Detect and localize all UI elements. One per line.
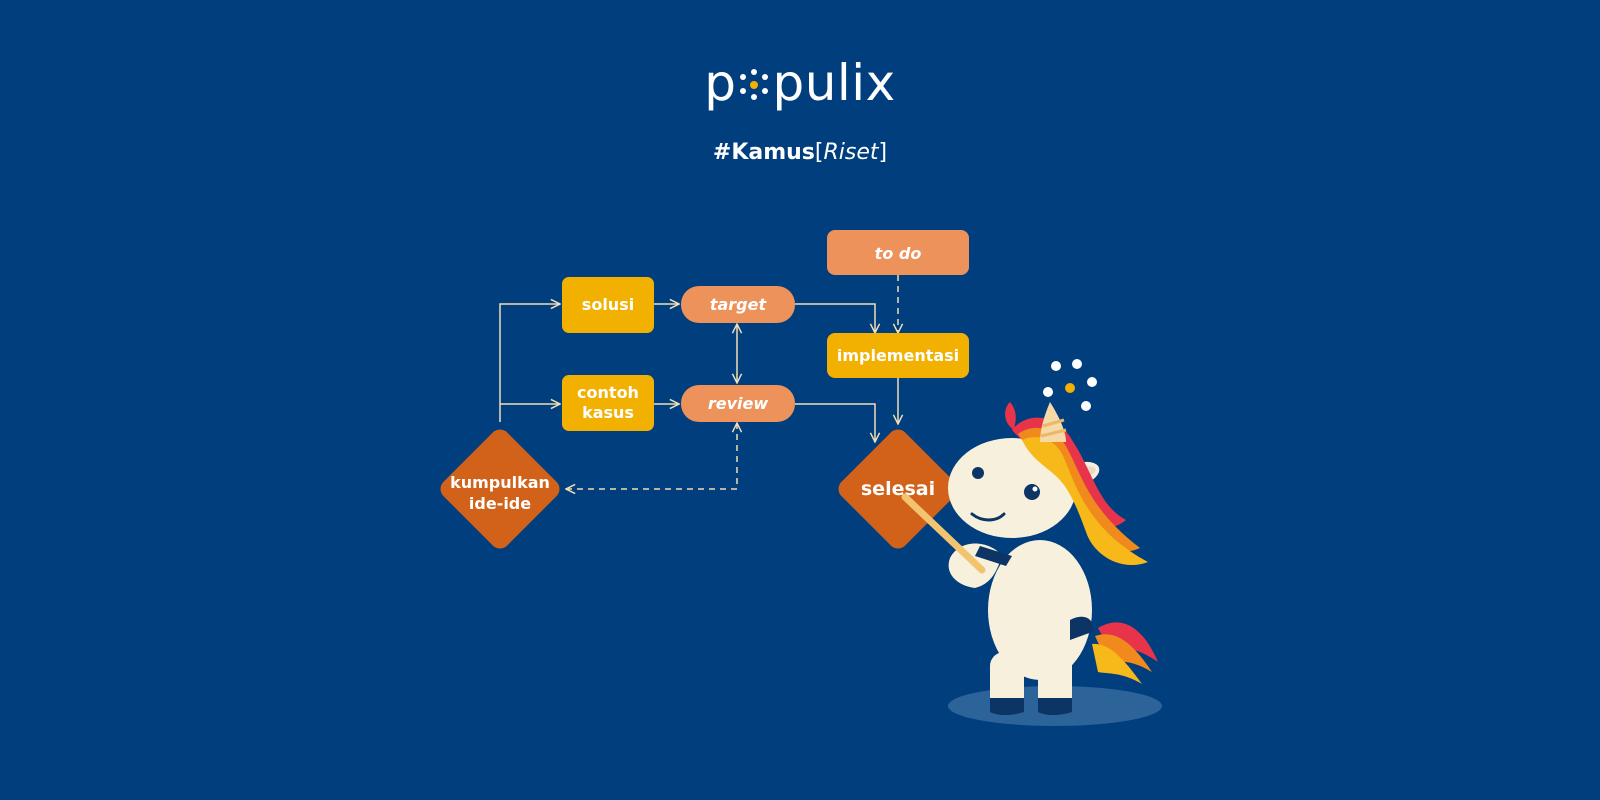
- logo-suffix: pulix: [772, 54, 896, 112]
- node-contoh-kasus: contoh kasus: [562, 375, 654, 431]
- logo-prefix: p: [704, 54, 737, 112]
- tagline: #Kamus[Riset]: [0, 140, 1600, 165]
- connector-review-kumpulkan: [566, 423, 737, 489]
- node-solusi: solusi: [562, 277, 654, 333]
- tagline-bracket-close: ]: [878, 140, 888, 165]
- tagline-bracket-open: [: [814, 140, 824, 165]
- node-todo: to do: [827, 230, 969, 275]
- node-todo-label: to do: [875, 244, 922, 263]
- node-review-label: review: [708, 394, 769, 413]
- node-kumpulkan-label-line2: ide-ide: [469, 494, 531, 513]
- tagline-hash: #: [712, 140, 732, 165]
- node-kumpulkan-label-line1: kumpulkan: [450, 473, 550, 492]
- logo-dots-icon: [737, 68, 771, 102]
- connector-kumpulkan-solusi: [499, 304, 560, 422]
- node-target: target: [681, 286, 795, 323]
- populix-logo: p pulix: [0, 54, 1600, 112]
- node-implementasi: implementasi: [827, 333, 969, 378]
- node-implementasi-label: implementasi: [837, 346, 959, 365]
- node-selesai-label: selesai: [861, 478, 935, 500]
- node-contoh-label-line1: contoh: [577, 383, 639, 402]
- node-kumpulkan: kumpulkan ide-ide: [440, 429, 560, 549]
- node-target-label: target: [710, 295, 768, 314]
- tagline-word: Kamus: [731, 140, 815, 165]
- node-review: review: [681, 385, 795, 422]
- node-solusi-label: solusi: [582, 295, 634, 314]
- unicorn-icon: [901, 359, 1162, 726]
- tagline-italic: Riset: [823, 140, 879, 165]
- connector-target-implementasi: [795, 303, 875, 333]
- connector-review-selesai: [795, 403, 875, 442]
- node-contoh-label-line2: kasus: [582, 403, 634, 422]
